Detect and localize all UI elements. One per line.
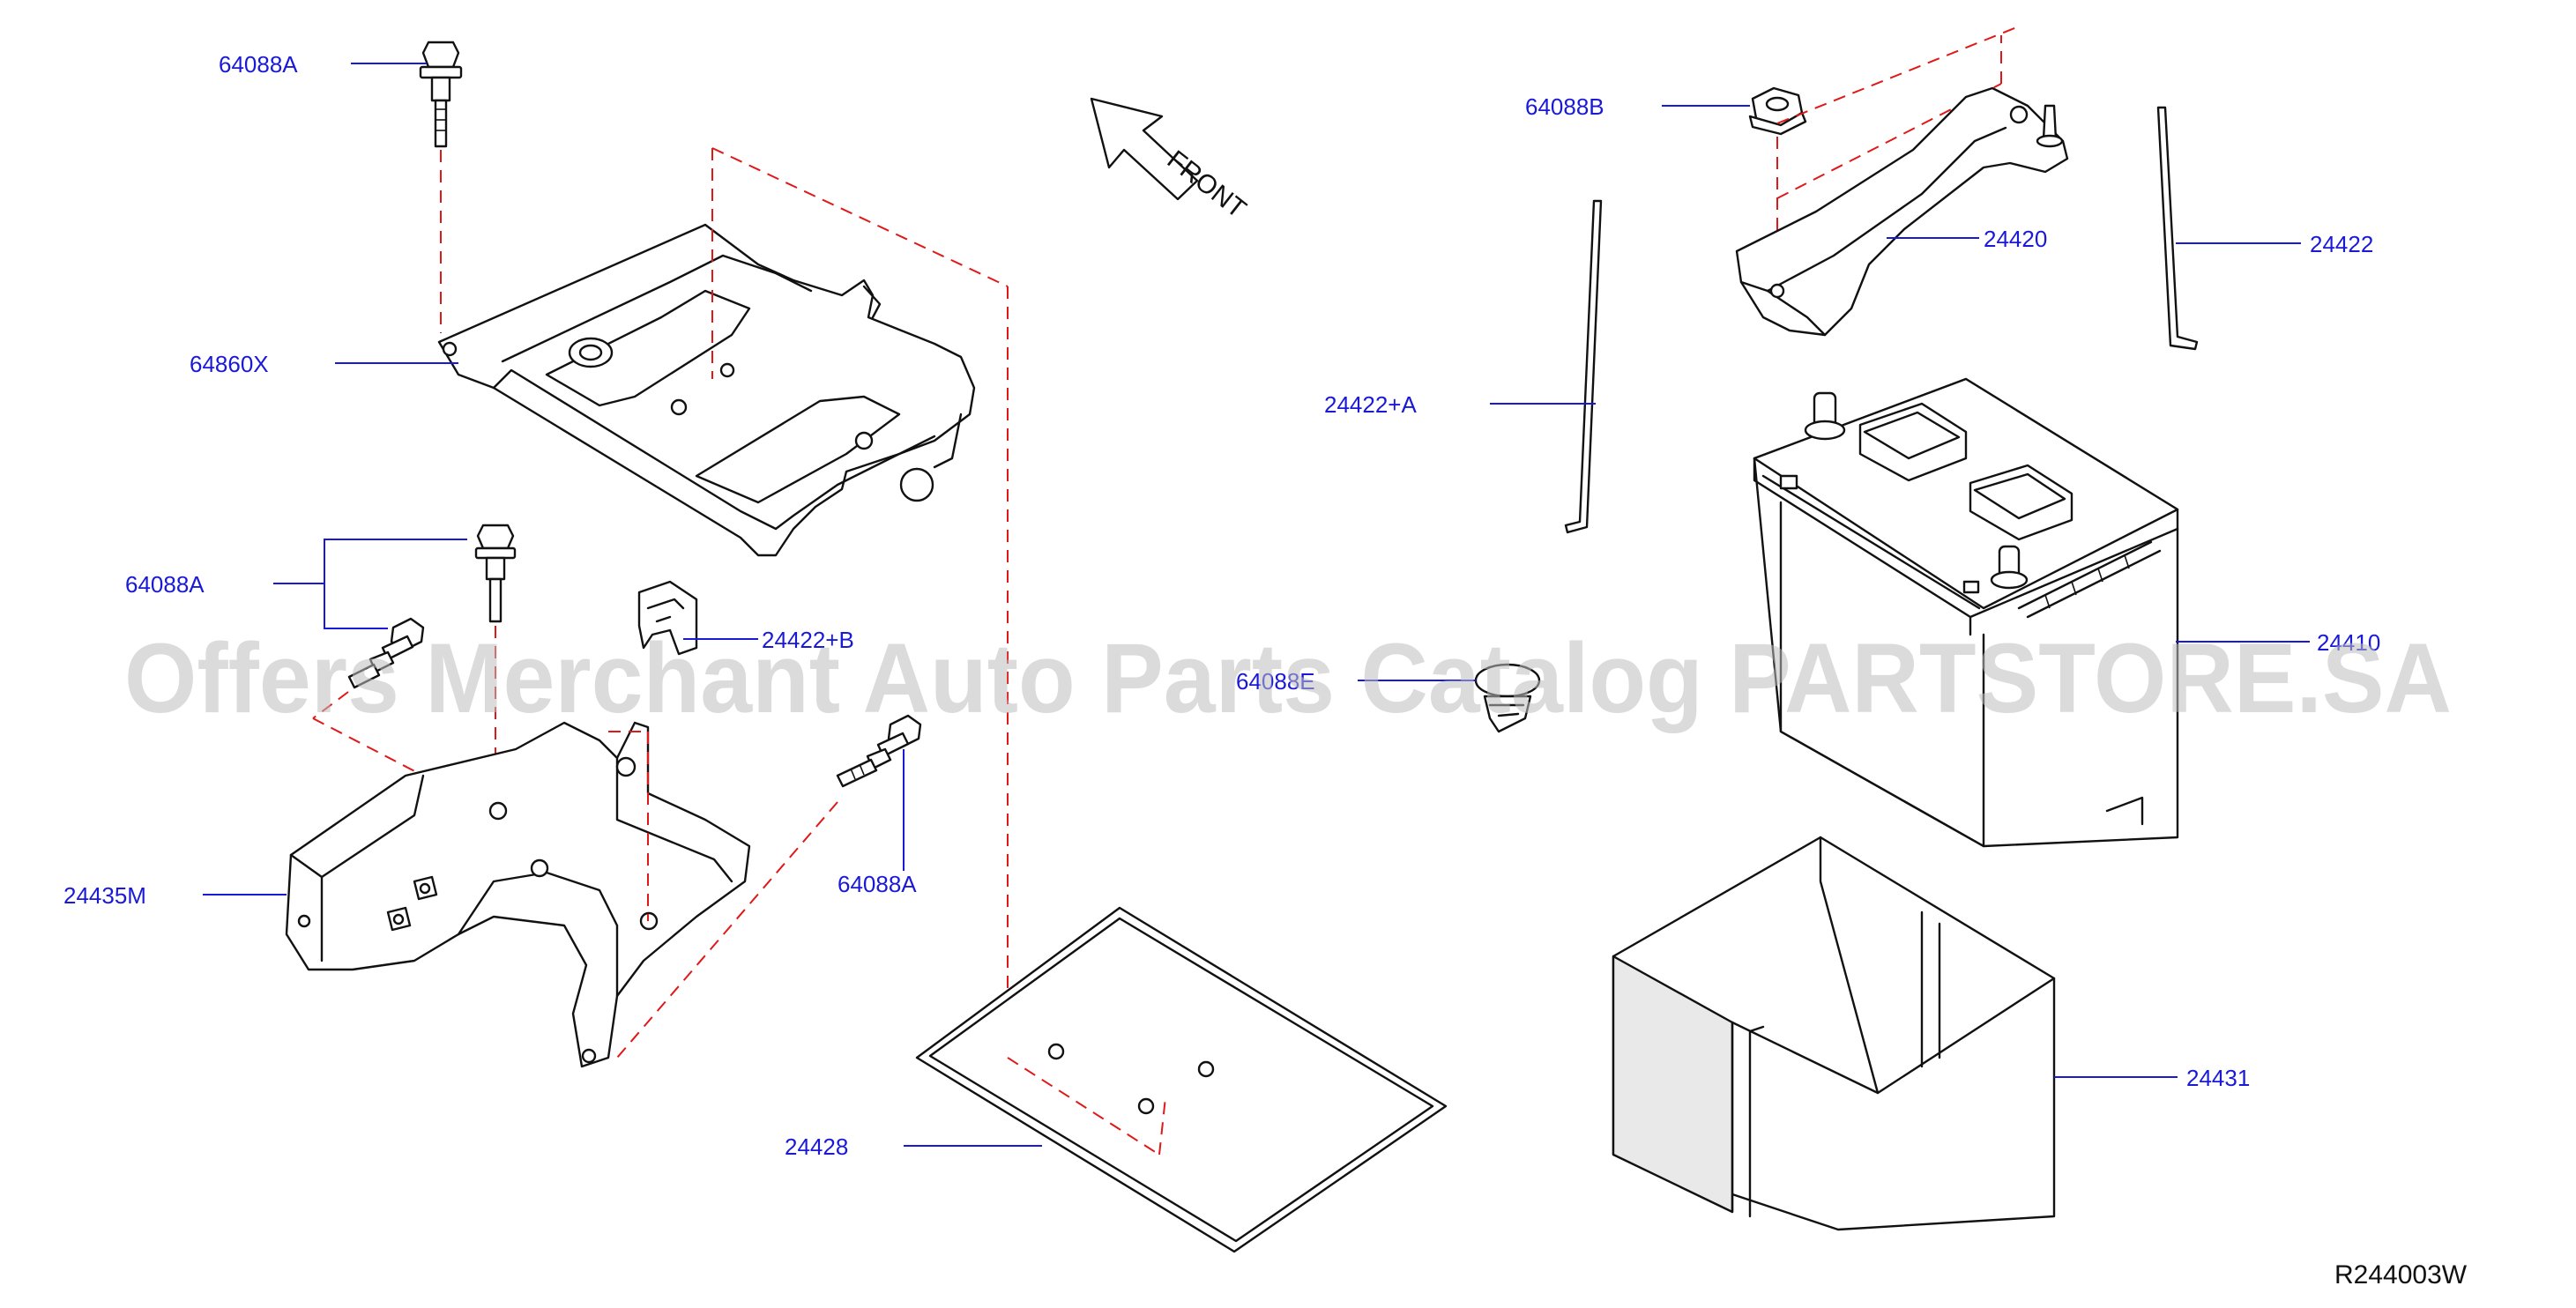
watermark-text: Offers Merchant Auto Parts Catalog PARTS…: [124, 623, 2452, 733]
label-64088a-left[interactable]: 64088A: [125, 571, 205, 598]
nut-64088b[interactable]: [1748, 86, 1807, 136]
label-24435m[interactable]: 24435M: [63, 882, 146, 909]
label-24420[interactable]: 24420: [1984, 226, 2047, 252]
label-24422a[interactable]: 24422+A: [1324, 391, 1417, 418]
label-64860x[interactable]: 64860X: [190, 351, 269, 377]
label-64088e[interactable]: 64088E: [1236, 668, 1315, 695]
rod-24422a[interactable]: [1564, 199, 1603, 534]
bolt-64088a-bottom[interactable]: [836, 714, 922, 788]
battery-cover-24431[interactable]: [1612, 836, 2056, 1231]
label-24428[interactable]: 24428: [785, 1133, 848, 1160]
rod-24422[interactable]: [2156, 106, 2199, 351]
label-24431[interactable]: 24431: [2186, 1065, 2250, 1091]
assembly-line: [711, 147, 1009, 287]
bolt-64088a-left-upper[interactable]: [474, 524, 517, 623]
front-arrow: FRONT: [1090, 97, 1251, 224]
label-64088a-bottom[interactable]: 64088A: [838, 871, 917, 897]
assembly-line: [1007, 1057, 1160, 1156]
label-24422b[interactable]: 24422+B: [762, 627, 854, 653]
battery-tray-64860x[interactable]: [437, 223, 976, 557]
diagram-reference-code: R244003W: [2334, 1260, 2468, 1289]
bolt-64088a-left-lower[interactable]: [347, 617, 425, 689]
label-24422[interactable]: 24422: [2310, 231, 2373, 257]
hold-down-24420[interactable]: [1735, 86, 2069, 337]
clip-24422b[interactable]: [637, 580, 698, 656]
label-64088a-top[interactable]: 64088A: [219, 51, 298, 78]
label-64088b[interactable]: 64088B: [1525, 93, 1604, 120]
leader-lines: [203, 63, 2310, 1147]
bolt-64088a-top[interactable]: [419, 41, 463, 148]
clip-64088e[interactable]: [1474, 663, 1541, 733]
assembly-line: [312, 717, 424, 777]
assembly-line: [616, 801, 838, 1059]
assembly-line: [312, 691, 349, 719]
assembly-line: [1158, 1096, 1166, 1156]
bracket-24435m[interactable]: [285, 721, 751, 1068]
tray-mat-24428[interactable]: [915, 906, 1448, 1253]
battery-24410[interactable]: [1753, 377, 2179, 848]
assembly-line: [1776, 26, 2020, 124]
label-24410[interactable]: 24410: [2317, 629, 2380, 656]
